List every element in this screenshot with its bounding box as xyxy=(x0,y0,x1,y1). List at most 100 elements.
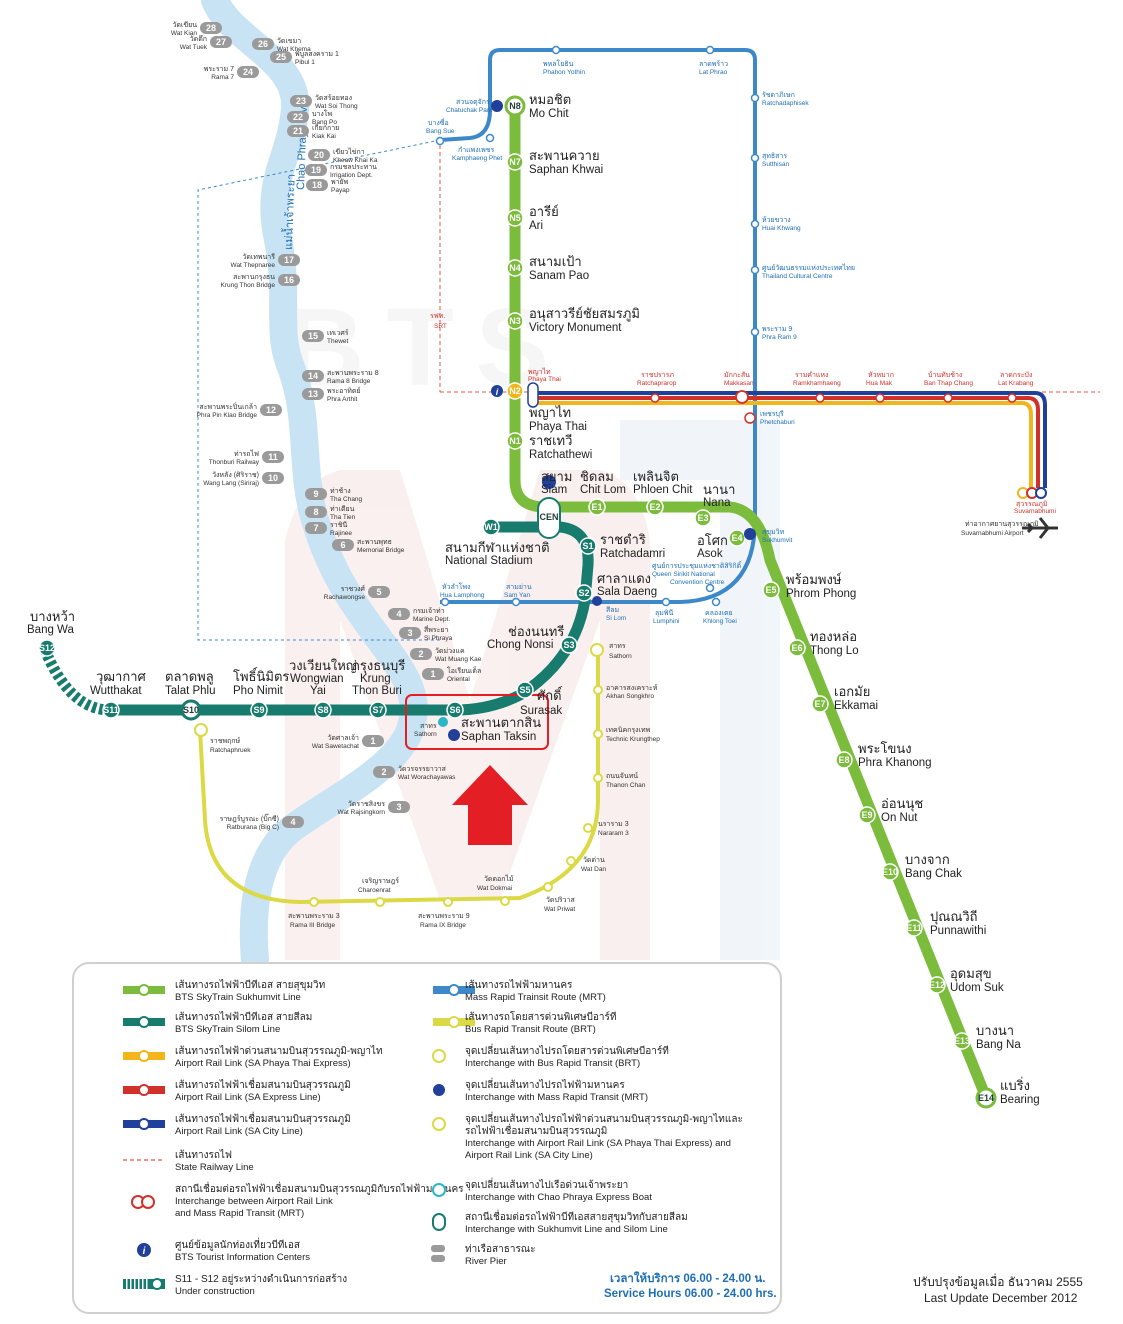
station-e5[interactable]: E5 พร้อมพงษ์ Phrom Phong xyxy=(762,572,856,600)
station-s9[interactable]: S9 โพธิ์นิมิตร Pho Nimit xyxy=(233,667,289,719)
station-s1[interactable]: S1 ราชดำริ Ratchadamri xyxy=(579,532,665,560)
station-w1[interactable]: W1 สนามกีฬาแห่งชาติ National Stadium xyxy=(445,518,550,567)
station-e1[interactable]: E1 ชิดลม Chit Lom xyxy=(580,469,626,516)
mrt-station-phetchaburi[interactable]: เพชรบุรีPhetchaburi xyxy=(744,410,795,426)
station-n7[interactable]: N7 สะพานควาย Saphan Khwai xyxy=(506,148,603,176)
station-s3[interactable]: S3 ช่องนนทรี Chong Nonsi xyxy=(487,624,578,654)
arl-station-suvarnabhumi[interactable]: สุวรรณภูมิ Suvarnabhumi xyxy=(1014,487,1056,515)
brt-station-thanon-chan[interactable]: ถนนจันทน์Thanon Chan xyxy=(593,772,646,789)
station-e8[interactable]: E8 พระโขนง Phra Khanong xyxy=(835,741,932,769)
station-s8[interactable]: S8 วงเวียนใหญ่ Wongwian Yai xyxy=(289,658,357,719)
station-e10[interactable]: E10 บางจาก Bang Chak xyxy=(881,852,962,881)
station-n2[interactable]: N2 พญาไท Phaya Thai i xyxy=(491,382,587,433)
station-e11[interactable]: E11 ปุณณวิถี Punnawithi xyxy=(905,909,986,937)
station-s12[interactable]: S12 บางหว้า Bang Wa xyxy=(27,609,75,657)
station-e13[interactable]: E13 บางนา Bang Na xyxy=(953,1023,1021,1051)
station-n4[interactable]: N4 สนามเป้า Sanam Pao xyxy=(506,254,589,282)
station-n8[interactable]: N8 หมอชิต Mo Chit xyxy=(504,92,571,120)
pier-12[interactable]: 17วัดเทพนารีWat Thepnaree xyxy=(231,253,300,269)
brt-station-wat-dokmai[interactable]: วัดดอกไม้Wat Dokmai xyxy=(477,874,514,906)
station-e12[interactable]: E12 อุดมสุข Udom Suk xyxy=(928,966,1004,994)
station-e6[interactable]: E6 ทองหล่อ Thong Lo xyxy=(788,629,859,657)
station-s6[interactable]: S6 สะพานตากสิน Saphan Taksin สาทร Sathor… xyxy=(414,701,541,743)
station-s11[interactable]: S11 วุฒากาศ Wutthakat xyxy=(90,669,147,719)
station-n3[interactable]: N3 อนุสาวรีย์ชัยสมรภูมิ Victory Monument xyxy=(506,306,640,334)
mrt-station-lumphini[interactable]: ลุมพินีLumphini xyxy=(653,597,679,626)
brt-station-akhan-songkhro[interactable]: อาคารสงเคราะห์Akhan Songkhro xyxy=(593,684,658,700)
station-s2[interactable]: S2 ศาลาแดง Sala Daeng xyxy=(575,571,657,606)
station-s10[interactable]: S10 ตลาดพลู Talat Phlu xyxy=(165,669,216,721)
station-e2[interactable]: E2 เพลินจิต Phloen Chit xyxy=(633,469,693,516)
station-e4[interactable]: E4 อโศก Asok xyxy=(697,528,756,560)
station-n5[interactable]: N5 อารีย์ Ari xyxy=(506,204,559,232)
station-e3[interactable]: E3 นานา Nana xyxy=(694,482,735,527)
brt-station-ratchaphruek[interactable]: ราชพฤกษ์Ratchaphruek xyxy=(194,723,251,754)
mrt-station-queen-sirikit[interactable]: ศูนย์การประชุมแห่งชาติสิริกิติ์Queen Sir… xyxy=(652,560,743,593)
station-s5[interactable]: S5 ศักดิ์ Surasak xyxy=(516,681,563,717)
station-s7[interactable]: S7 กรุงธนบุรี Krung Thon Buri xyxy=(352,658,405,719)
station-e9[interactable]: E9 อ่อนนุช On Nut xyxy=(858,796,923,824)
station-siam[interactable]: CEN สยาม Siam xyxy=(537,469,572,539)
station-e7[interactable]: E7 เอกมัย Ekkamai xyxy=(811,684,878,713)
pier-19[interactable]: 10วังหลัง (ศิริราช)Wang Lang (Siriraj) xyxy=(203,471,284,487)
brt-station-charoenrat[interactable]: เจริญราษฎร์Charoenrat xyxy=(358,877,399,907)
station-n1[interactable]: N1 ราชเทวี Ratchathewi xyxy=(506,432,592,461)
